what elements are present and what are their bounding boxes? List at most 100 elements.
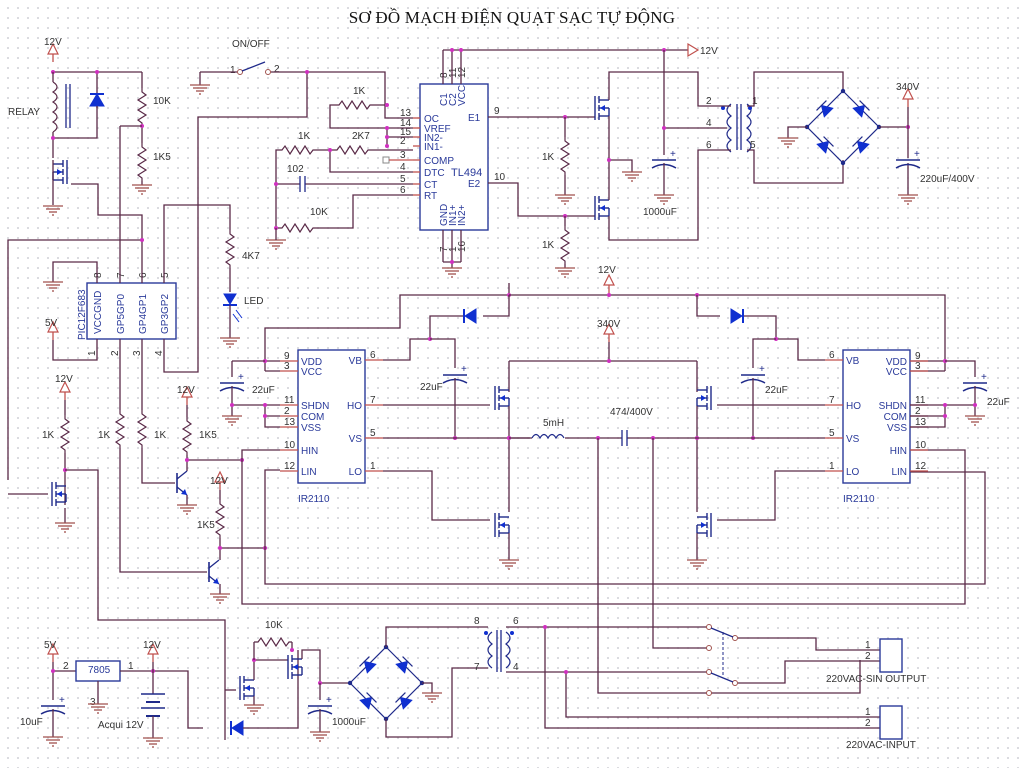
h-bridge-section: 12V 340V 5mH 474/400V [494,265,947,694]
pin-number: 5 [750,140,756,151]
ground-icon [209,593,231,604]
high-side-mosfet-icon [494,385,510,411]
pin-number: 5 [160,272,171,278]
pin-number: 11 [915,395,926,406]
pin-name: VCCGND [93,291,104,334]
pin-number: 10 [284,440,296,451]
inductor-label: 5mH [543,418,564,429]
pin-name: VS [349,434,363,445]
pin-number: 9 [494,106,500,117]
pin-name: LIN [301,467,317,478]
pin-name: C2 [448,93,459,106]
pin-name: GND [439,204,450,226]
ir2110-right-chip [842,349,911,484]
pin-name: DTC [424,168,445,179]
pin-number: 12 [284,461,296,472]
ground-icon [309,731,331,742]
push-pull-section: 1K 1K 1000uF 2 [488,50,975,278]
bootstrap-diode-icon [730,308,744,324]
ground-icon [131,184,153,195]
transformer-top-icon [721,103,752,153]
pin-name: IN2+ [457,204,468,226]
pin-number: 6 [513,616,519,627]
pin-number: 7 [474,662,480,673]
ground-icon [777,137,799,148]
pin-number: 11 [284,395,295,406]
pin-name: LO [846,467,860,478]
pin-name: VCC [886,367,907,378]
pin-name: VS [846,434,860,445]
pin-name: HIN [890,446,907,457]
pin-number: 3 [400,150,406,161]
pin-number: 7 [370,395,376,406]
pin-name: VSS [887,423,907,434]
power-label: 340V [896,82,920,93]
ground-icon [42,281,64,292]
regulator-name: 7805 [88,665,111,676]
resistor-1k5-icon [215,499,225,539]
pin-number: 1 [128,661,134,672]
resistor-1k-icon [277,145,317,155]
pin-number: 5 [400,174,406,185]
power-label: 12V [700,46,718,57]
relay-mosfet-icon [52,159,68,185]
pin-number: 9 [915,351,921,362]
pin-number: 1 [230,65,236,76]
power-label: 12V [210,476,228,487]
resistor-label: 10K [310,207,328,218]
bridge-rectifier-icon [804,88,882,166]
connector-label: 220VAC-SIN OUTPUT [826,674,926,685]
pin-number: 6 [400,185,406,196]
pin-number: 4 [706,118,712,129]
pin-name: RT [424,191,437,202]
pin-number: 1 [752,96,758,107]
ground-icon [54,522,76,533]
resistor-1k-icon [137,409,147,449]
battery-icon [141,662,165,738]
resistor-4k7-icon [225,229,235,269]
capacitor-label: 22uF [765,385,788,396]
ground-icon [42,736,64,747]
pin-number: 8 [439,72,450,78]
pic-name: PIC12F683 [77,289,88,340]
input-connector [879,705,903,740]
ir2110-left-chip [297,349,366,484]
tl494-name: TL494 [451,167,482,179]
pin-name: VREF [424,124,451,135]
pin-number: 13 [284,417,296,428]
power-label: 12V [55,374,73,385]
pin-name: E2 [468,179,481,190]
pin-number: 5 [370,428,376,439]
pin-number: 6 [370,350,376,361]
resistor-label: 1K5 [197,520,215,531]
pin-number: 3 [132,350,143,356]
push-pull-mosfet-icon [594,195,610,221]
pin-name: E1 [468,113,481,124]
pin-number: 9 [284,351,290,362]
pin-number: 2 [400,136,406,147]
ground-icon [265,239,287,250]
ground-icon [498,559,520,570]
pin-number: 10 [494,172,506,183]
resistor-1k5-icon [182,416,192,456]
capacitor-label: 22uF [420,382,443,393]
ir2110-name: IR2110 [298,494,330,505]
pin-name: VDD [301,357,322,368]
pin-number: 4 [400,162,406,173]
pin-name: CT [424,180,437,191]
ground-icon [221,415,243,426]
pin-number: 7 [116,272,127,278]
pin-name: VB [349,356,363,367]
pin-number: 11 [448,67,459,78]
schematic-title: SƠ ĐỒ MẠCH ĐIỆN QUẠT SẠC TỰ ĐỘNG [348,8,676,27]
pin-name: VB [846,356,860,367]
capacitor-label: 22uF [252,385,275,396]
pin-number: 6 [706,140,712,151]
pin-name: HIN [301,446,318,457]
resistor-1k-icon [115,409,125,449]
power-label: 5V [44,640,57,651]
led-icon [223,293,243,323]
low-side-mosfet-icon [494,512,510,538]
